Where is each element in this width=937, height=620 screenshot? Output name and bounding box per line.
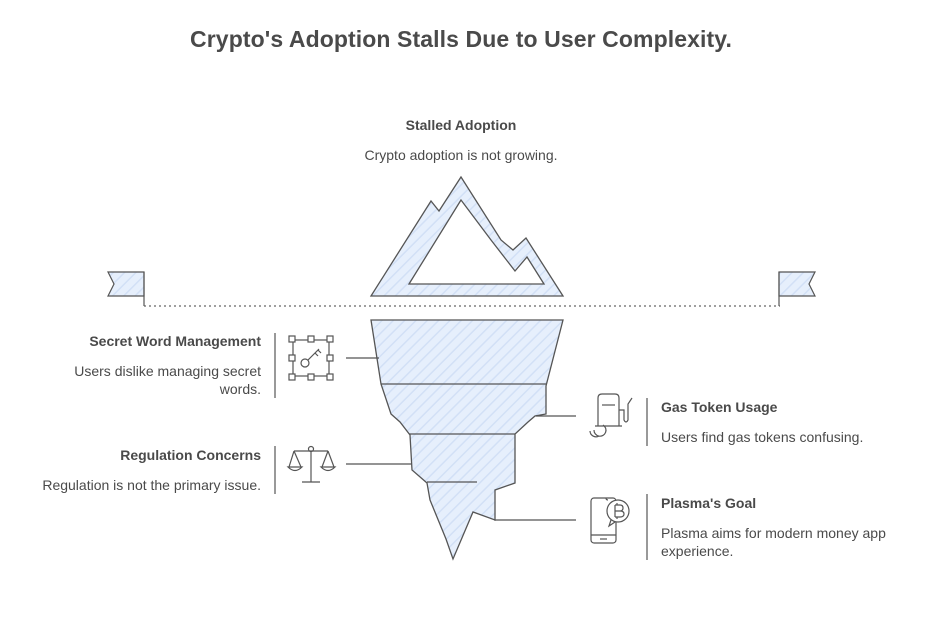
left-flag xyxy=(107,271,145,306)
top-description: Crypto adoption is not growing. xyxy=(364,147,558,163)
left-item-2-heading: Regulation Concerns xyxy=(120,447,261,463)
right-item-2-description: Plasma aims for modern money app experie… xyxy=(661,525,886,559)
scales-icon xyxy=(286,445,337,483)
gas-pump-icon xyxy=(589,393,633,438)
iceberg-underwater xyxy=(370,319,564,561)
phone-bitcoin-icon xyxy=(590,497,630,544)
left-item-2-description: Regulation is not the primary issue. xyxy=(42,477,261,493)
diagram-title: Crypto's Adoption Stalls Due to User Com… xyxy=(190,26,732,52)
iceberg-tip xyxy=(369,175,565,297)
right-item-1-heading: Gas Token Usage xyxy=(661,399,778,415)
left-item-1-description: Users dislike managing secret words. xyxy=(74,363,261,397)
left-item-1-heading: Secret Word Management xyxy=(89,333,261,349)
right-item-2-heading: Plasma's Goal xyxy=(661,495,757,511)
right-flag xyxy=(778,271,816,306)
key-icon xyxy=(288,335,334,381)
right-item-1-description: Users find gas tokens confusing. xyxy=(661,429,864,445)
top-heading: Stalled Adoption xyxy=(405,117,517,133)
